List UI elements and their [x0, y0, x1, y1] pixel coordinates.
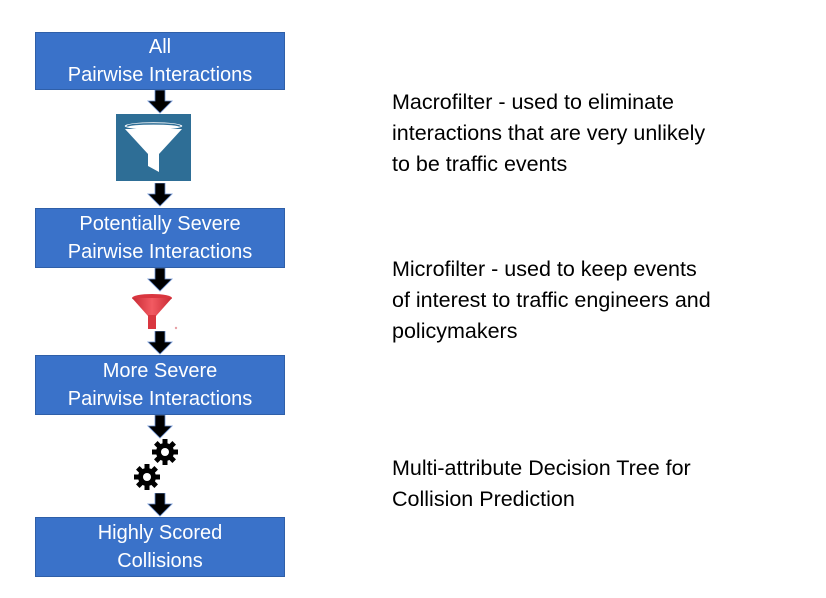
description-line: Microfilter - used to keep events: [392, 257, 697, 281]
stage-box-more-severe: More Severe Pairwise Interactions: [35, 355, 285, 415]
stage-box-line-2: Pairwise Interactions: [67, 388, 253, 410]
stage-box-line-1: More Severe: [102, 360, 218, 382]
down-arrow-icon: [147, 493, 173, 517]
down-arrow-icon: [147, 183, 173, 207]
down-arrow-icon: [147, 331, 173, 355]
stage-box-line-2: Pairwise Interactions: [67, 64, 253, 86]
stage-box-line-1: Highly Scored: [97, 522, 223, 544]
funnel-icon: [116, 114, 191, 181]
stage-box-highly-scored: Highly Scored Collisions: [35, 517, 285, 577]
down-arrow-icon: [147, 268, 173, 292]
macrofilter-description: Macrofilter - used to eliminate interact…: [392, 87, 705, 180]
stage-box-all-interactions: All Pairwise Interactions: [35, 32, 285, 90]
stage-box-potentially-severe: Potentially Severe Pairwise Interactions: [35, 208, 285, 268]
description-line: interactions that are very unlikely: [392, 121, 706, 145]
stage-box-line-2: Collisions: [117, 550, 203, 572]
down-arrow-icon: [147, 415, 173, 439]
description-line: Macrofilter - used to eliminate: [392, 90, 674, 114]
description-line: of interest to traffic engineers and: [392, 288, 711, 312]
stage-box-line-1: All: [148, 36, 172, 58]
funnel-icon: [132, 294, 178, 330]
stage-box-line-2: Pairwise Interactions: [67, 241, 253, 263]
description-line: Multi-attribute Decision Tree for: [392, 456, 691, 480]
microfilter-description: Microfilter - used to keep events of int…: [392, 254, 711, 347]
description-line: Collision Prediction: [392, 487, 575, 511]
stage-box-line-1: Potentially Severe: [79, 213, 241, 235]
decision-tree-description: Multi-attribute Decision Tree for Collis…: [392, 453, 691, 515]
down-arrow-icon: [147, 90, 173, 114]
gears-icon: [134, 439, 178, 490]
description-line: to be traffic events: [392, 152, 568, 176]
description-line: policymakers: [392, 319, 518, 343]
